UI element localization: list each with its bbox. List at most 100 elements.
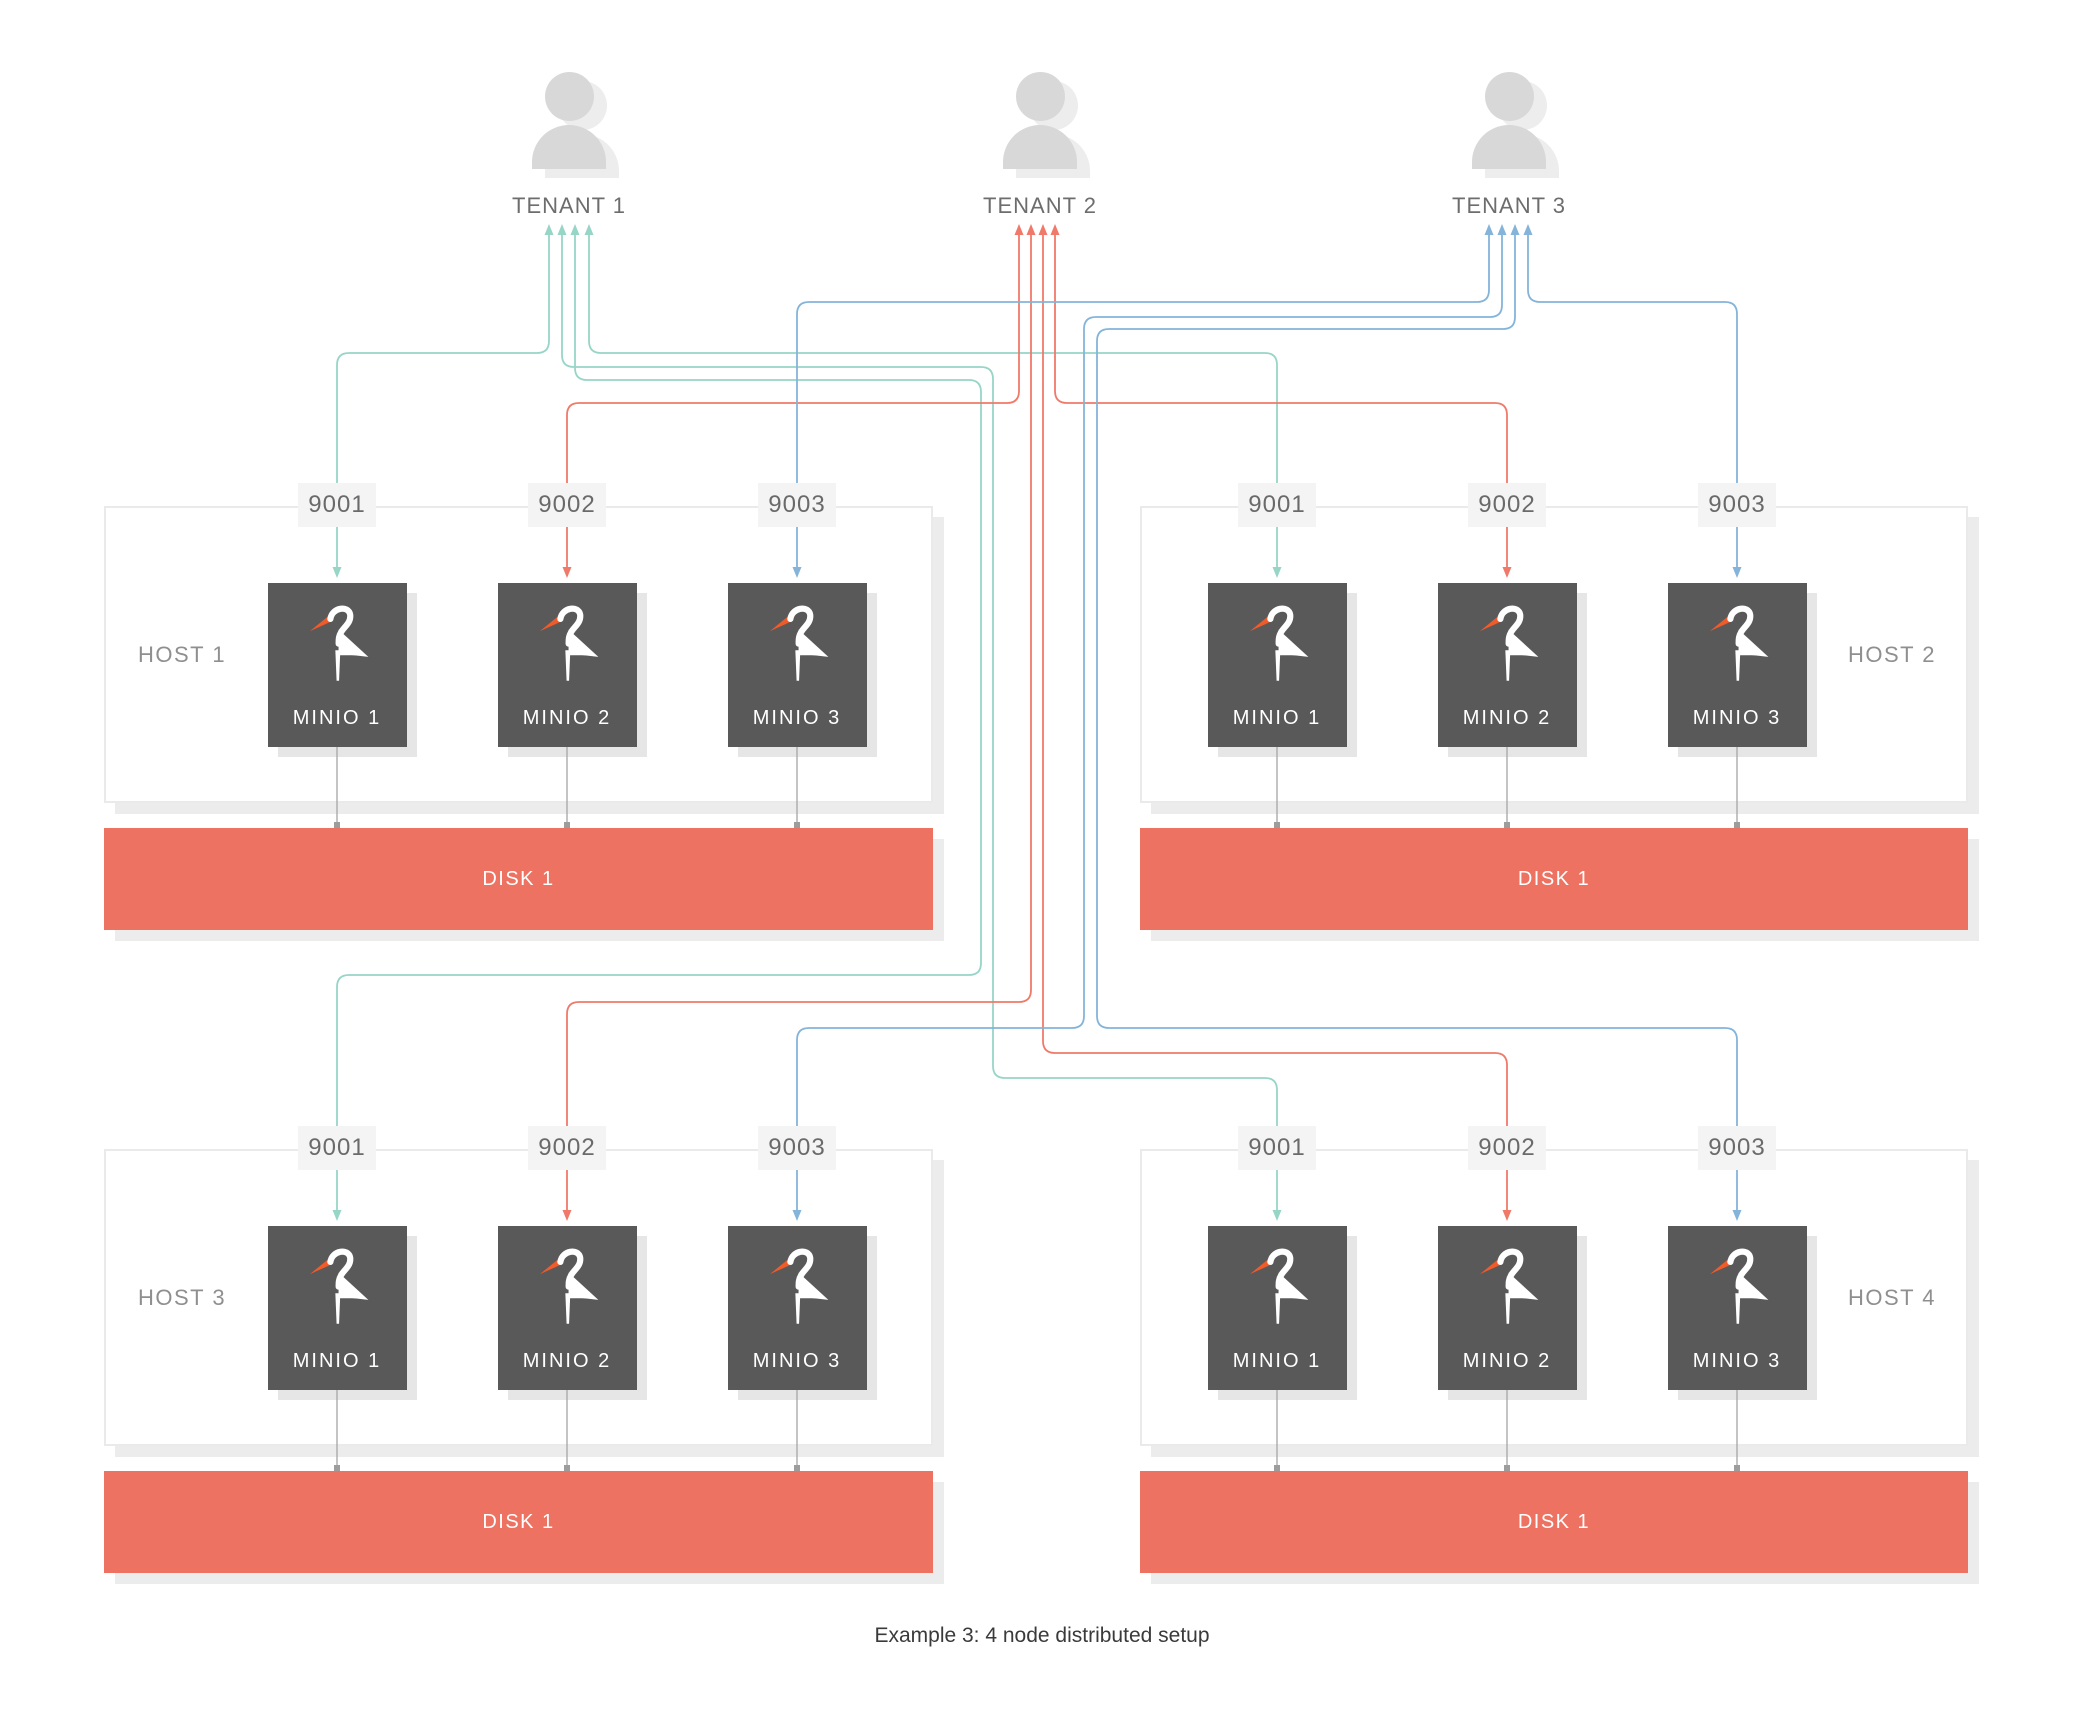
tenant-label: TENANT 2 [983,193,1097,218]
arrowhead-up-icon [1510,224,1520,235]
arrowhead-up-icon [557,224,567,235]
arrowhead-up-icon [1038,224,1048,235]
host-label: HOST 3 [138,1284,227,1310]
connection-line-tenant-1-host-3-9001 [336,233,982,1212]
arrowhead-up-icon [1497,224,1507,235]
minio-stork-icon [1479,605,1539,681]
connection-line-tenant-1-host-4-9001 [561,233,1278,1212]
connection-line-tenant-3-host-2-9003 [1527,233,1738,569]
minio-node: MINIO 2 [1437,583,1577,747]
arrowhead-up-icon [570,224,580,235]
tenant-label: TENANT 3 [1452,193,1566,218]
disk-connector-cap [1504,1465,1510,1471]
arrowhead-down-icon [562,567,572,578]
arrowhead-up-icon [1484,224,1494,235]
port-label: 9001 [1238,1126,1316,1170]
connection-line-tenant-1-host-2-9001 [588,233,1278,569]
connection-line-tenant-2-host-3-9002 [566,233,1032,1212]
disk-bar: DISK 1 [104,1471,933,1573]
disk-label: DISK 1 [482,867,555,890]
stork-body [798,1282,818,1299]
arrowhead-down-icon [1272,567,1282,578]
port-label: 9003 [1698,483,1776,527]
minio-label: MINIO 1 [292,1350,382,1372]
disk-bar: DISK 1 [1140,1471,1968,1573]
disk-connector-cap [334,822,340,828]
minio-logo [534,1242,600,1333]
arrowhead-down-icon [332,567,342,578]
minio-node: MINIO 2 [497,583,637,747]
minio-node: MINIO 3 [1667,1226,1807,1390]
minio-label: MINIO 2 [522,707,612,729]
minio-logo [1704,1242,1770,1333]
minio-node: MINIO 1 [1207,583,1347,747]
minio-stork-icon [1479,1248,1539,1324]
stork-beak [1709,1256,1733,1275]
minio-node: MINIO 3 [1667,583,1807,747]
arrowhead-down-icon [562,1210,572,1221]
disk-connector-cap [1504,822,1510,828]
minio-stork-icon [309,605,369,681]
minio-label: MINIO 1 [1232,707,1322,729]
port-label: 9002 [528,483,606,527]
minio-stork-icon [769,1248,829,1324]
person-icon [545,72,594,121]
minio-stork-icon [1709,1248,1769,1324]
disk-label: DISK 1 [482,1510,555,1533]
disk-connector-cap [334,1465,340,1471]
arrowhead-down-icon [792,567,802,578]
port-label: 9002 [1468,1126,1546,1170]
stork-leg [335,650,341,681]
stork-leg [1505,1293,1511,1324]
minio-label: MINIO 3 [752,1350,842,1372]
minio-node: MINIO 2 [1437,1226,1577,1390]
connection-line-tenant-3-host-4-9003 [1096,233,1738,1212]
disk-connector-cap [564,822,570,828]
stork-leg [1275,1293,1281,1324]
minio-logo [1474,599,1540,690]
port-label: 9001 [298,1126,376,1170]
stork-body [1738,1282,1758,1299]
stork-leg [1505,650,1511,681]
minio-logo [764,599,830,690]
stork-leg [1735,1293,1741,1324]
minio-stork-icon [539,605,599,681]
disk-connector-cap [1734,1465,1740,1471]
disk-connector-cap [1274,822,1280,828]
arrowhead-up-icon [544,224,554,235]
stork-leg [795,1293,801,1324]
arrowhead-up-icon [1014,224,1024,235]
minio-logo [1244,599,1310,690]
minio-node: MINIO 1 [267,583,407,747]
disk-label: DISK 1 [1517,1510,1591,1533]
minio-logo [764,1242,830,1333]
port-label: 9003 [758,483,836,527]
stork-leg [565,1293,571,1324]
diagram-caption: Example 3: 4 node distributed setup [874,1624,1210,1647]
minio-label: MINIO 2 [522,1350,612,1372]
arrowhead-down-icon [1502,1210,1512,1221]
minio-logo [1244,1242,1310,1333]
arrowhead-down-icon [792,1210,802,1221]
tenant-3 [1449,70,1569,220]
disk-connector-cap [564,1465,570,1471]
port-label: 9001 [1238,483,1316,527]
arrowhead-down-icon [1732,567,1742,578]
arrowhead-down-icon [332,1210,342,1221]
arrowhead-up-icon [1026,224,1036,235]
stork-leg [795,650,801,681]
stork-beak [1249,1256,1273,1275]
stork-leg [565,650,571,681]
stork-beak [1249,613,1273,632]
minio-label: MINIO 3 [1692,1350,1782,1372]
connection-line-tenant-2-host-2-9002 [1054,233,1508,569]
minio-node: MINIO 1 [267,1226,407,1390]
person-icon [1016,72,1065,121]
minio-label: MINIO 3 [752,707,842,729]
arrowhead-up-icon [1523,224,1533,235]
port-label: 9002 [528,1126,606,1170]
